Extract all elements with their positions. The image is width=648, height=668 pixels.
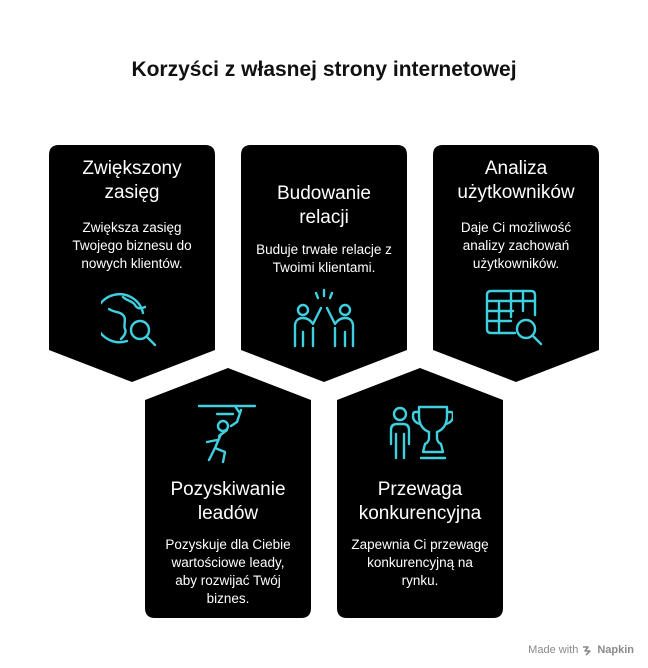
footer-attribution: Made with Napkin	[528, 644, 634, 656]
person-trophy-icon	[389, 405, 453, 460]
card-text: Buduje trwałe relacje z Twoimi klientami…	[256, 242, 392, 275]
card-shape	[433, 145, 599, 382]
card-text: Pozyskuje dla Ciebie wartościowe leady, …	[165, 537, 291, 606]
card-shape	[49, 145, 215, 382]
card-lead-generation: Pozyskiwanie leadów Pozyskuje dla Ciebie…	[145, 368, 311, 618]
globe-search-icon	[101, 292, 157, 347]
card-title: Analiza użytkowników	[457, 158, 575, 203]
napkin-logo-icon	[583, 645, 592, 656]
card-text: Daje Ci możliwość analizy zachowań użytk…	[460, 220, 572, 271]
card-text: Zwiększa zasięg Twojego biznesu do nowyc…	[72, 220, 192, 271]
card-increased-reach: Zwiększony zasięg Zwiększa zasięg Twojeg…	[49, 145, 215, 382]
card-building-relations: Budowanie relacji Buduje trwałe relacje …	[241, 145, 407, 382]
card-shape	[145, 368, 311, 618]
card-text: Zapewnia Ci przewagę konkurencyjną na ry…	[351, 537, 489, 588]
card-shape	[337, 368, 503, 618]
person-reaching-icon	[197, 404, 257, 464]
card-user-analysis: Analiza użytkowników Daje Ci możliwość a…	[433, 145, 599, 382]
card-title: Budowanie relacji	[276, 183, 372, 228]
card-title: Zwiększony zasięg	[82, 158, 182, 203]
card-title: Przewaga konkurencyjna	[358, 479, 482, 524]
table-search-icon	[485, 289, 543, 346]
card-competitive-advantage: Przewaga konkurencyjna Zapewnia Ci przew…	[337, 368, 503, 618]
footer-brand: Napkin	[597, 644, 634, 656]
footer-made-with: Made with	[528, 644, 579, 656]
page-title: Korzyści z własnej strony internetowej	[131, 58, 517, 81]
card-title: Pozyskiwanie leadów	[170, 479, 286, 524]
card-shape	[241, 145, 407, 382]
high-five-icon	[293, 288, 355, 348]
